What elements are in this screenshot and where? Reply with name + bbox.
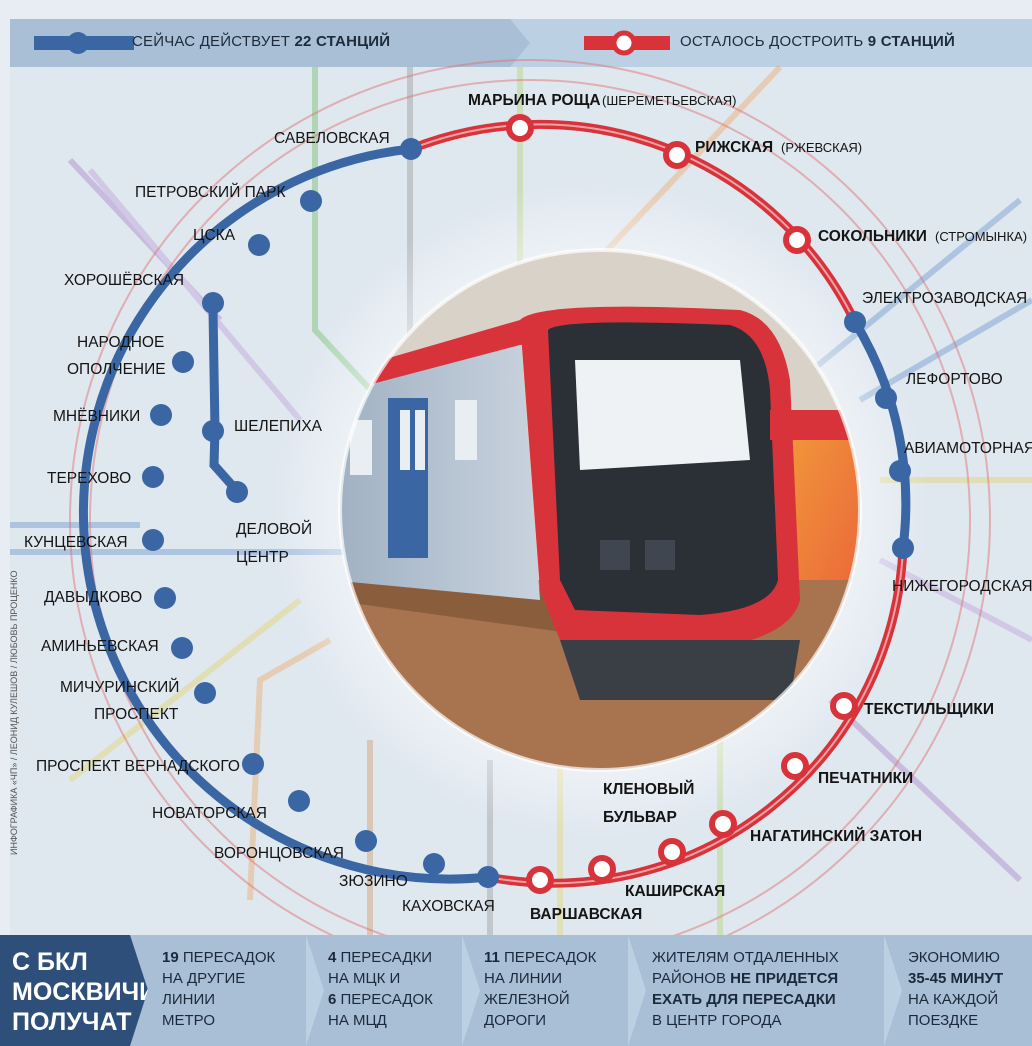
benefit-no-center-trip: ЖИТЕЛЯМ ОТДАЛЕННЫХ РАЙОНОВ НЕ ПРИДЕТСЯ Е… — [652, 949, 839, 1029]
label-aminyevskaya: АМИНЬЕВСКАЯ — [41, 638, 159, 655]
label-khoroshevskaya: ХОРОШЁВСКАЯ — [64, 272, 184, 289]
label-rizhskaya: РИЖСКАЯ — [695, 139, 773, 156]
label-sokolniki: СОКОЛЬНИКИ — [818, 228, 927, 245]
benefit-railway-transfers: 11 ПЕРЕСАДОК НА ЛИНИИ ЖЕЛЕЗНОЙ ДОРОГИ — [484, 949, 597, 1029]
metro-map: САВЕЛОВСКАЯ ПЕТРОВСКИЙ ПАРК ЦСКА ХОРОШЁВ… — [10, 59, 1032, 935]
label-delovoy-1: ДЕЛОВОЙ — [236, 520, 312, 538]
legend-current: СЕЙЧАС ДЕЙСТВУЕТ 22 СТАНЦИЙ — [132, 33, 391, 50]
label-elektrozavodskaya: ЭЛЕКТРОЗАВОДСКАЯ — [862, 290, 1027, 307]
label-vorontsovskaya: ВОРОНЦОВСКАЯ — [214, 845, 344, 862]
label-shelepikha: ШЕЛЕПИХА — [234, 418, 323, 435]
label-narodnoe-1: НАРОДНОЕ — [77, 334, 164, 351]
station-labels: САВЕЛОВСКАЯ ПЕТРОВСКИЙ ПАРК ЦСКА ХОРОШЁВ… — [24, 92, 1032, 923]
ring-guides — [69, 59, 991, 935]
label-nagatinsky: НАГАТИНСКИЙ ЗАТОН — [750, 827, 922, 845]
legend-remain: ОСТАЛОСЬ ДОСТРОИТЬ 9 СТАНЦИЙ — [680, 33, 955, 50]
blue-line-east — [851, 319, 911, 549]
built-stations — [142, 138, 914, 888]
planned-stations — [506, 114, 858, 894]
label-terekhovo: ТЕРЕХОВО — [47, 470, 131, 487]
label-vernadskogo: ПРОСПЕКТ ВЕРНАДСКОГО — [36, 758, 240, 775]
benefit-mck-mcd-transfers: 4 ПЕРЕСАДКИ НА МЦК И 6 ПЕРЕСАДОК НА МЦД — [328, 949, 433, 1029]
blue-line-west — [78, 144, 489, 884]
label-maryina: МАРЬИНА РОЩА — [468, 92, 601, 109]
label-lefortovo: ЛЕФОРТОВО — [906, 371, 1003, 388]
label-delovoy-2: ЦЕНТР — [236, 549, 289, 566]
benefits-lead: С БКЛ МОСКВИЧИ ПОЛУЧАТ — [0, 935, 148, 1046]
separator — [628, 935, 646, 1046]
separator — [462, 935, 480, 1046]
label-kuntsevskaya: КУНЦЕВСКАЯ — [24, 534, 128, 551]
blue-line-legend-icon — [34, 32, 134, 54]
separator — [306, 935, 324, 1046]
label-kakhovskaya: КАХОВСКАЯ — [402, 898, 495, 915]
label-tekstilshchiki: ТЕКСТИЛЬЩИКИ — [864, 701, 994, 718]
label-michurinsky-1: МИЧУРИНСКИЙ — [60, 678, 179, 696]
benefit-metro-transfers: 19 ПЕРЕСАДОК НА ДРУГИЕ ЛИНИИ МЕТРО — [162, 949, 276, 1029]
label-zyuzino: ЗЮЗИНО — [339, 873, 408, 890]
label-klenovy-2: БУЛЬВАР — [603, 809, 677, 826]
label-aviamotornaya: АВИАМОТОРНАЯ — [904, 440, 1032, 457]
label-petrovsky-park: ПЕТРОВСКИЙ ПАРК — [135, 183, 285, 201]
blue-line-branch — [208, 309, 242, 495]
red-line-legend-icon — [584, 30, 670, 56]
label-narodnoe-2: ОПОЛЧЕНИЕ — [67, 361, 166, 378]
label-varshavskaya: ВАРШАВСКАЯ — [530, 906, 642, 923]
label-pechatniki: ПЕЧАТНИКИ — [818, 770, 913, 787]
label-cska: ЦСКА — [193, 227, 236, 244]
label-savelovskaya: САВЕЛОВСКАЯ — [274, 130, 390, 147]
credit-text: ИНФОГРАФИКА «ЧП» / ЛЕОНИД КУЛЕШОВ / ЛЮБО… — [9, 570, 19, 855]
label-rizhskaya-alt: (РЖЕВСКАЯ) — [781, 140, 862, 155]
label-maryina-alt: (ШЕРЕМЕТЬЕВСКАЯ) — [602, 93, 737, 108]
label-sokolniki-alt: (СТРОМЫНКА) — [935, 229, 1027, 244]
separator — [884, 935, 902, 1046]
benefit-time-saving: ЭКОНОМИЮ 35-45 МИНУТ НА КАЖДОЙ ПОЕЗДКЕ — [908, 949, 1004, 1029]
label-michurinsky-2: ПРОСПЕКТ — [94, 706, 179, 723]
label-klenovy-1: КЛЕНОВЫЙ — [603, 780, 694, 798]
label-kashirskaya: КАШИРСКАЯ — [625, 883, 725, 900]
legend-bar: СЕЙЧАС ДЕЙСТВУЕТ 22 СТАНЦИЙ ОСТАЛОСЬ ДОС… — [10, 19, 1032, 67]
benefits-bar: С БКЛ МОСКВИЧИ ПОЛУЧАТ 19 ПЕРЕСАДОК НА Д… — [0, 935, 1032, 1046]
label-nizhegorodskaya: НИЖЕГОРОДСКАЯ — [892, 578, 1032, 595]
label-davydkovo: ДАВЫДКОВО — [44, 589, 142, 606]
label-mnevniki: МНЁВНИКИ — [53, 408, 140, 425]
label-novatorskaya: НОВАТОРСКАЯ — [152, 805, 267, 822]
